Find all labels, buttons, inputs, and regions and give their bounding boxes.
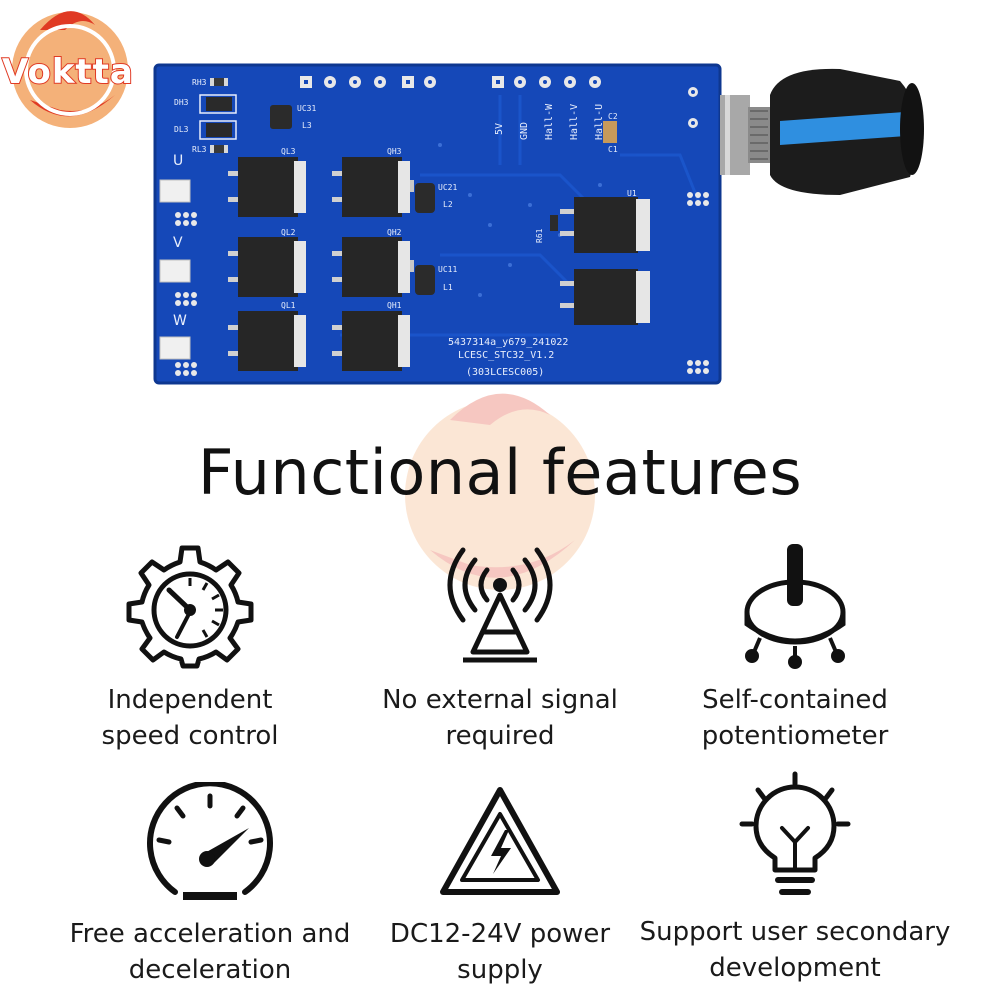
phase-label-v: V xyxy=(173,235,183,251)
silk-hall-v: Hall-V xyxy=(569,104,580,140)
silk-l3: L3 xyxy=(302,121,312,130)
silk-hall-u: Hall-U xyxy=(594,104,605,140)
silk-dh3: DH3 xyxy=(174,98,189,107)
speedometer-icon xyxy=(147,782,273,900)
potentiometer-knob xyxy=(720,68,924,195)
feature-label-line2: required xyxy=(445,721,555,751)
feature-label-line1: Independent xyxy=(107,685,273,715)
feature-label-line1: No external signal xyxy=(382,685,618,715)
signal-tower-icon xyxy=(447,547,553,663)
logo-fish-icon xyxy=(12,11,128,128)
silk-hall-w: Hall-W xyxy=(544,103,555,140)
feature-self-contained-potentiometer: Self-contained potentiometer xyxy=(630,540,960,754)
lightbulb-icon xyxy=(739,771,851,895)
feature-dc-power-supply: DC12-24V power supply xyxy=(335,782,665,988)
silk-ql3: QL3 xyxy=(281,147,296,156)
silk-dl3: DL3 xyxy=(174,125,189,134)
board-model: LCESC_STC32_V1.2 xyxy=(458,350,554,361)
feature-label-line2: deceleration xyxy=(128,955,292,985)
regulator-chips xyxy=(560,197,650,325)
silk-l1: L1 xyxy=(443,283,453,292)
feature-free-acceleration: Free acceleration and deceleration xyxy=(45,782,375,988)
feature-label-line2: supply xyxy=(457,955,543,985)
silk-qh3: QH3 xyxy=(387,147,402,156)
logo-text: Voktta xyxy=(1,51,134,93)
silk-c2: C2 xyxy=(608,112,618,121)
feature-label-line1: Free acceleration and xyxy=(69,919,351,949)
silk-u1: U1 xyxy=(627,189,637,198)
silk-gnd: GND xyxy=(519,122,530,140)
feature-secondary-development: Support user secondary development xyxy=(630,770,960,986)
silk-l2: L2 xyxy=(443,200,453,209)
board-part-code: (303LCESC005) xyxy=(466,367,544,378)
mosfet-array xyxy=(228,157,410,371)
silk-uc21: UC21 xyxy=(438,183,457,192)
phase-label-w: W xyxy=(173,313,187,329)
silk-ql1: QL1 xyxy=(281,301,296,310)
silk-r61: R61 xyxy=(535,228,544,243)
silk-rl3: RL3 xyxy=(192,145,207,154)
board-serial: 5437314a_y679_241022 xyxy=(448,337,568,348)
smd-parts xyxy=(199,78,617,295)
esc-board-photo: 5V GND Hall-W Hall-V Hall-U RH3 DH3 DL3 … xyxy=(140,55,940,395)
silk-uc31: UC31 xyxy=(297,104,316,113)
potentiometer-icon xyxy=(744,544,846,669)
silk-qh1: QH1 xyxy=(387,301,402,310)
silk-ql2: QL2 xyxy=(281,228,296,237)
top-header-pads xyxy=(300,76,698,128)
high-voltage-icon xyxy=(440,787,560,895)
feature-label-line2: potentiometer xyxy=(701,721,889,751)
feature-label-line1: DC12-24V power xyxy=(389,919,611,949)
phase-label-u: U xyxy=(173,153,183,169)
phase-pads xyxy=(159,179,709,376)
gear-gauge-icon xyxy=(126,545,254,669)
silk-qh2: QH2 xyxy=(387,228,402,237)
silk-c1: C1 xyxy=(608,145,618,154)
feature-no-external-signal: No external signal required xyxy=(335,540,665,754)
silk-uc11: UC11 xyxy=(438,265,457,274)
silk-5v: 5V xyxy=(494,123,505,135)
silk-rh3: RH3 xyxy=(192,78,207,87)
feature-label-line2: speed control xyxy=(101,721,279,751)
brand-logo: Voktta xyxy=(0,0,175,140)
feature-label-line1: Support user secondary xyxy=(639,917,951,947)
feature-independent-speed: Independent speed control xyxy=(25,540,355,754)
section-heading: Functional features xyxy=(197,436,803,509)
feature-label-line2: development xyxy=(709,953,881,983)
feature-label-line1: Self-contained xyxy=(702,685,888,715)
